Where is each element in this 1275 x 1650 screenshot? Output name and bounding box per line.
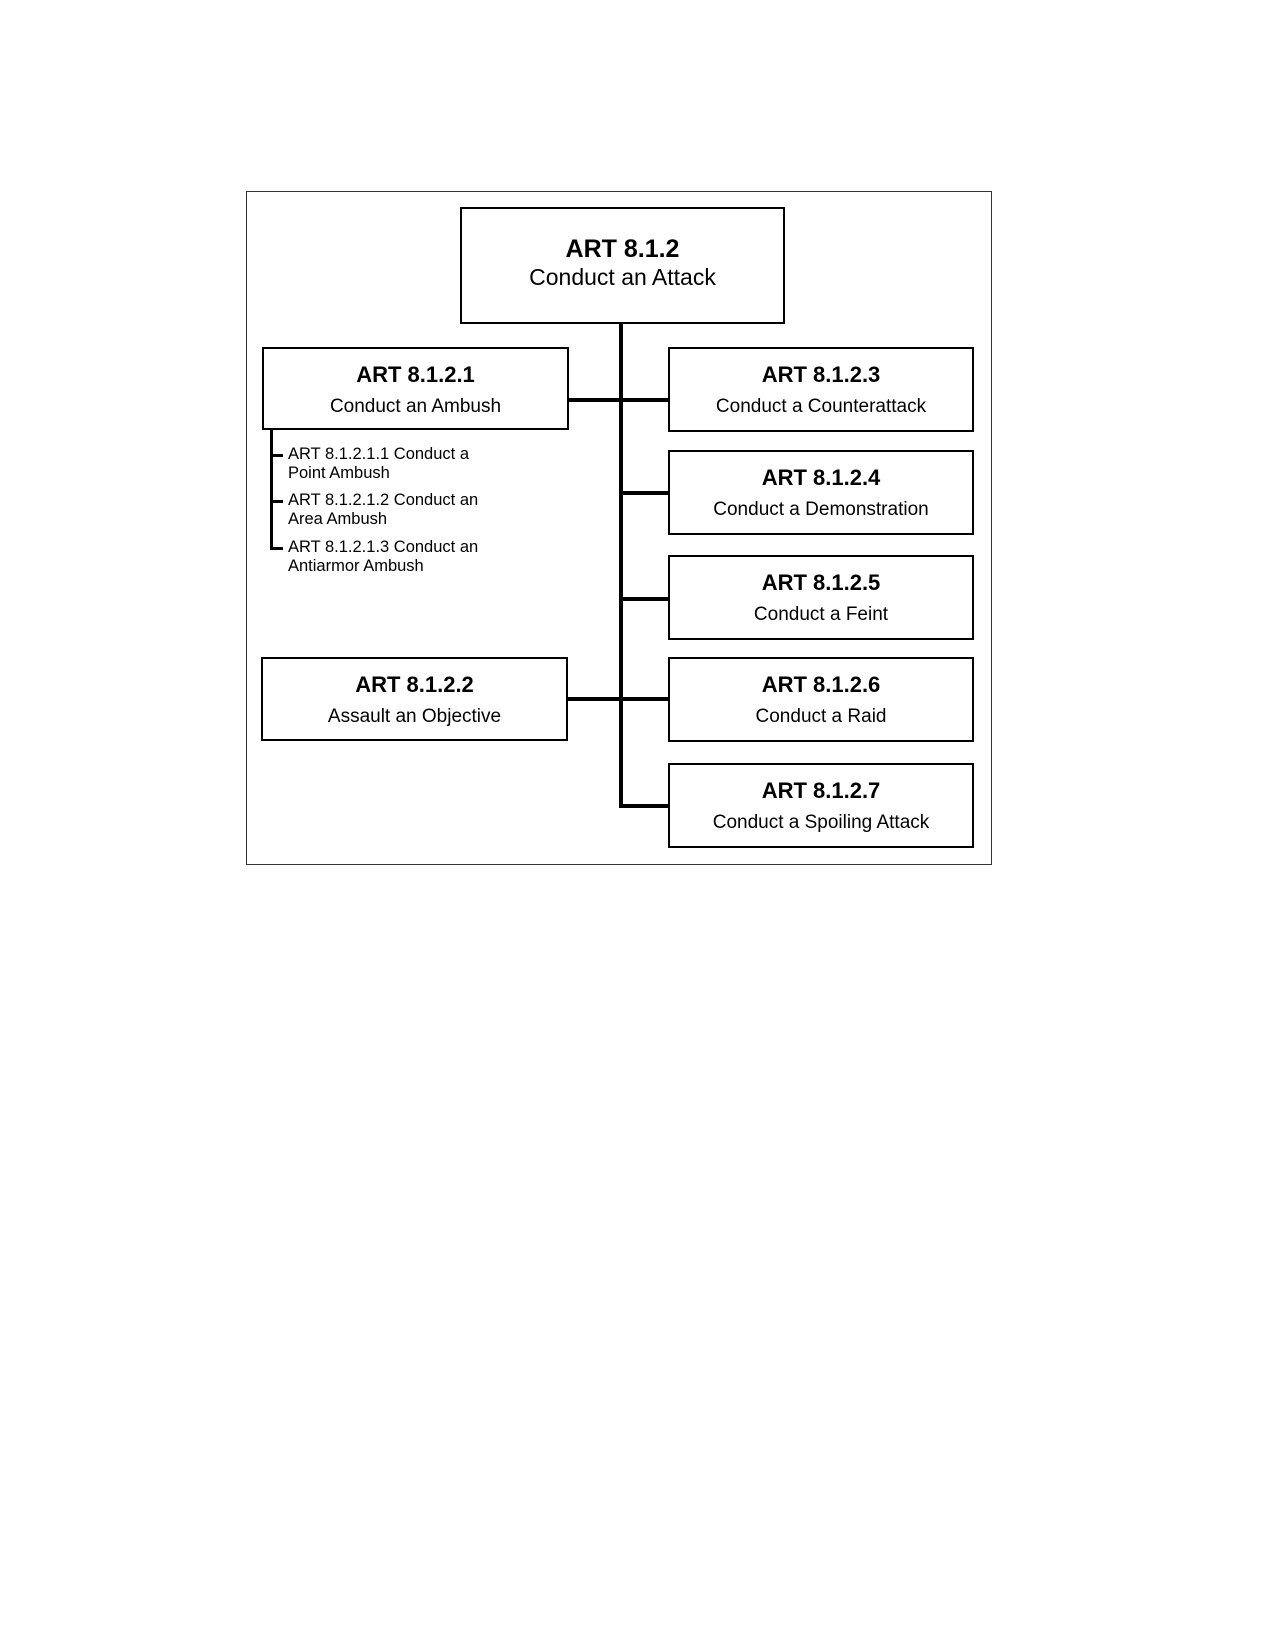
task-name: Conduct a Feint [753,604,889,625]
subtask-point-ambush: ART 8.1.2.1.1 Conduct a Point Ambush [288,445,518,483]
task-name: Conduct a Raid [755,706,887,727]
task-box-spoiling-attack: ART 8.1.2.7 Conduct a Spoiling Attack [668,763,974,848]
connector-ambush [568,398,623,402]
root-task-code: ART 8.1.2 [565,235,680,263]
subtask-tick-3 [270,547,283,550]
subtask-bracket-vertical [270,429,273,550]
subtask-antiarmor-ambush: ART 8.1.2.1.3 Conduct an Antiarmor Ambus… [288,538,518,576]
connector-feint [619,597,669,601]
task-code: ART 8.1.2.6 [761,672,881,697]
task-code: ART 8.1.2.7 [761,778,881,803]
task-name: Conduct an Ambush [329,396,502,417]
task-box-ambush: ART 8.1.2.1 Conduct an Ambush [262,347,569,430]
root-task-name: Conduct an Attack [529,264,716,290]
task-code: ART 8.1.2.2 [355,672,474,697]
subtask-text-line: ART 8.1.2.1.3 Conduct an [288,538,479,556]
subtask-text-line: Area Ambush [288,510,388,528]
task-code: ART 8.1.2.3 [761,362,881,387]
task-code: ART 8.1.2.1 [356,362,475,387]
task-box-raid: ART 8.1.2.6 Conduct a Raid [668,657,974,742]
connector-demonstration [619,491,669,495]
connector-counterattack [619,398,669,402]
root-task-box: ART 8.1.2 Conduct an Attack [460,207,785,324]
connector-raid [619,697,669,701]
task-box-demonstration: ART 8.1.2.4 Conduct a Demonstration [668,450,974,535]
diagram-frame [246,191,992,865]
subtask-text-line: ART 8.1.2.1.1 Conduct a [288,445,470,463]
subtask-text-line: Point Ambush [288,464,390,482]
task-box-feint: ART 8.1.2.5 Conduct a Feint [668,555,974,640]
subtask-tick-2 [270,500,283,503]
task-code: ART 8.1.2.5 [761,570,881,595]
subtask-text-line: ART 8.1.2.1.2 Conduct an [288,491,479,509]
connector-assault [567,697,623,701]
subtask-tick-1 [270,454,283,457]
task-name: Assault an Objective [327,706,502,727]
trunk-line [619,323,623,808]
connector-spoiling-attack [619,804,669,808]
task-name: Conduct a Counterattack [715,396,927,417]
task-name: Conduct a Spoiling Attack [712,812,930,833]
subtask-area-ambush: ART 8.1.2.1.2 Conduct an Area Ambush [288,491,518,529]
task-box-assault-objective: ART 8.1.2.2 Assault an Objective [261,657,568,741]
subtask-text-line: Antiarmor Ambush [288,557,424,575]
task-code: ART 8.1.2.4 [761,465,881,490]
task-name: Conduct a Demonstration [713,499,929,520]
task-box-counterattack: ART 8.1.2.3 Conduct a Counterattack [668,347,974,432]
